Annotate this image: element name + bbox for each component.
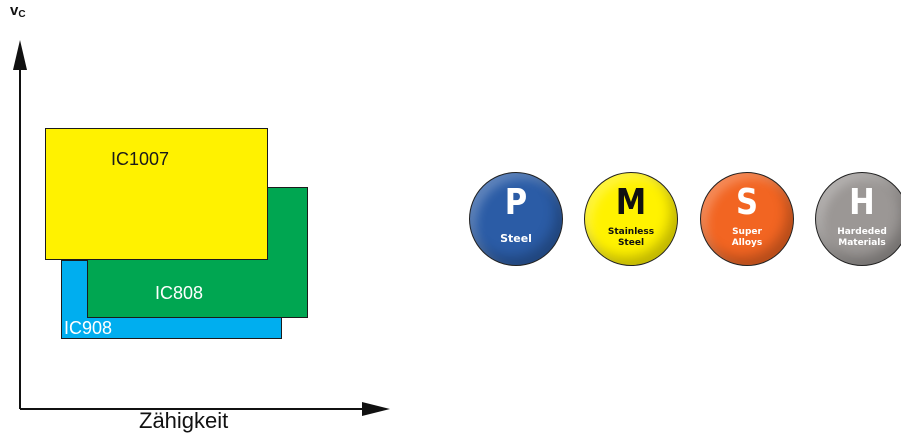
badge-name-line1: Stainless [607,227,655,237]
y-axis-label-subscript: C [18,9,26,20]
grade-label-ic808: IC808 [155,283,204,303]
y-axis-label: vC [10,2,26,20]
badge-name-line2: Materials [838,238,886,248]
badge-letter-s: S [735,182,759,223]
grade-label-ic1007: IC1007 [111,149,170,169]
material-badge-steel: P Steel [469,172,563,266]
grade-box-ic1007 [45,128,268,260]
badge-name-steel: Steel [500,232,532,245]
grade-label-ic908: IC908 [64,318,113,338]
badge-letter-p: P [504,182,528,223]
x-axis-arrow-icon [362,402,390,416]
badge-letter-h: H [849,182,875,223]
badge-name-line1: Super [732,227,762,237]
badge-name-line2: Steel [617,238,645,248]
badge-name-line2: Alloys [731,238,763,248]
y-axis-arrow-icon [13,40,27,70]
badge-letter-m: M [615,182,647,223]
badge-name-line1: Hardeded [837,227,887,237]
y-axis-label-main: v [10,2,19,19]
x-axis-label: Zähigkeit [139,408,229,433]
